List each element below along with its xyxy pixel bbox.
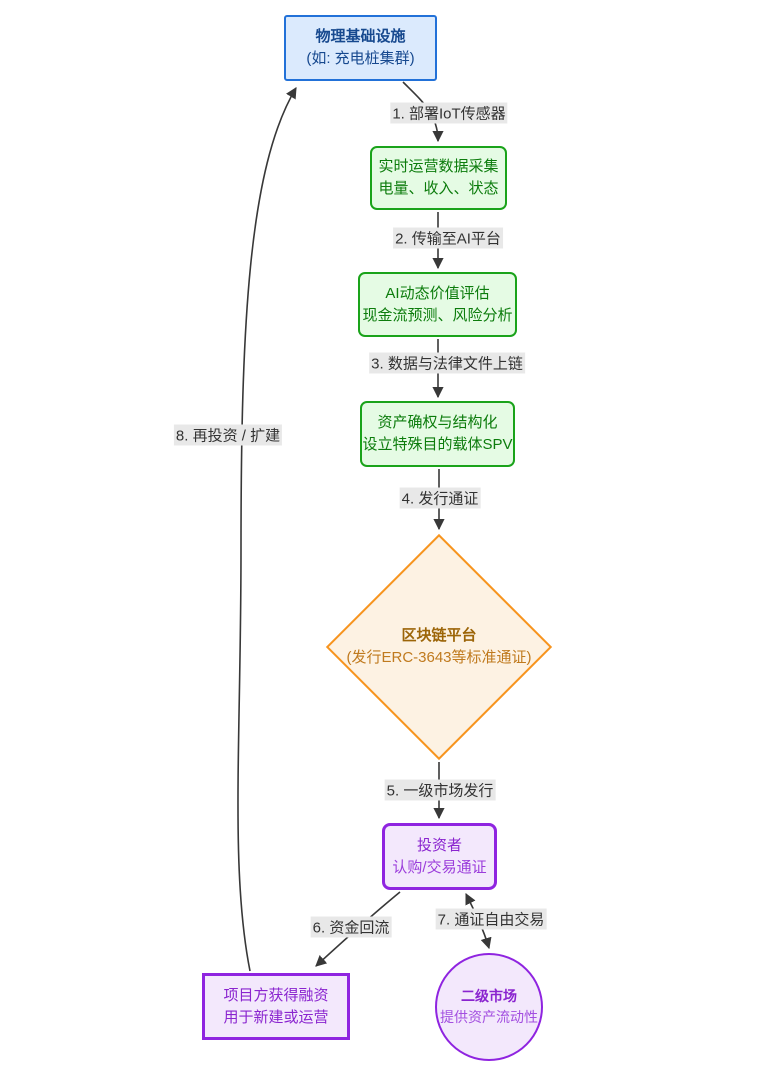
node-subtitle: (发行ERC-3643等标准通证): [346, 649, 532, 666]
edge-label-funds-return: 6. 资金回流: [310, 916, 392, 938]
node-subtitle: 认购/交易通证: [392, 858, 487, 876]
node-subtitle: 用于新建或运营: [223, 1008, 329, 1026]
node-title: 物理基础设施: [315, 28, 406, 45]
node-secondary-market-circle: 二级市场 提供资产流动性: [435, 953, 543, 1061]
node-title: 投资者: [416, 836, 462, 854]
node-title: 区块链平台: [401, 627, 477, 644]
node-subtitle: 现金流预测、风险分析: [362, 306, 513, 324]
node-realtime-data-collection: 实时运营数据采集 电量、收入、状态: [370, 146, 507, 210]
edge-label-data-onchain: 3. 数据与法律文件上链: [369, 352, 525, 374]
edge-label-reinvest: 8. 再投资 / 扩建: [173, 424, 283, 446]
node-subtitle: 提供资产流动性: [440, 1009, 538, 1025]
node-asset-structuring: 资产确权与结构化 设立特殊目的载体SPV: [360, 401, 515, 467]
edge-label-deploy-iot: 1. 部署IoT传感器: [390, 102, 508, 124]
node-title: 资产确权与结构化: [377, 414, 498, 431]
edge-label-to-ai-platform: 2. 传输至AI平台: [393, 227, 503, 249]
node-title: 二级市场: [461, 988, 517, 1004]
edge-label-free-trading: 7. 通证自由交易: [435, 908, 547, 930]
node-subtitle: 设立特殊目的载体SPV: [362, 436, 513, 453]
node-title: 实时运营数据采集: [378, 158, 499, 175]
node-subtitle: (如: 充电桩集群): [306, 50, 415, 67]
node-ai-valuation: AI动态价值评估 现金流预测、风险分析: [358, 272, 517, 337]
node-blockchain-platform-label: 区块链平台 (发行ERC-3643等标准通证): [329, 620, 549, 674]
node-title: 项目方获得融资: [223, 986, 329, 1004]
node-project-owner-financing: 项目方获得融资 用于新建或运营: [202, 973, 350, 1040]
node-investors: 投资者 认购/交易通证: [382, 823, 497, 890]
edge-label-issue-token: 4. 发行通证: [399, 487, 481, 509]
node-title: AI动态价值评估: [385, 284, 490, 302]
edge-reinvest: [237, 87, 297, 972]
node-physical-infrastructure: 物理基础设施 (如: 充电桩集群): [284, 15, 437, 81]
node-subtitle: 电量、收入、状态: [378, 180, 499, 197]
edge-label-primary-market: 5. 一级市场发行: [384, 779, 496, 801]
